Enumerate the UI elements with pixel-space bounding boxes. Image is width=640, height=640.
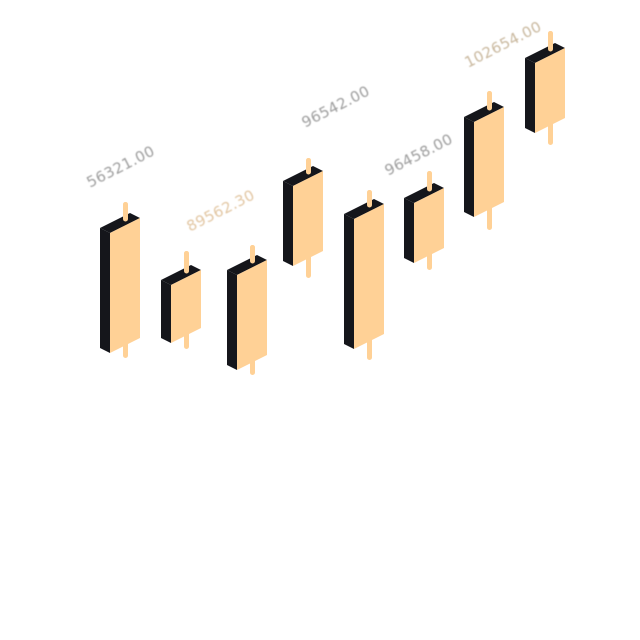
candle-front-face — [354, 204, 384, 349]
candle-top-face — [344, 199, 384, 219]
candle-top-face — [283, 166, 323, 186]
candle-upper-wick — [184, 251, 189, 274]
candle-side-face — [525, 58, 535, 133]
candle-3 — [227, 245, 267, 375]
candle-upper-wick — [427, 171, 432, 192]
candle-upper-wick — [548, 31, 553, 52]
candle-upper-wick — [123, 202, 128, 222]
candle-side-face — [464, 117, 474, 217]
candle-front-face — [110, 218, 140, 353]
price-label: 96458.00 — [382, 130, 456, 180]
candle-front-face — [237, 260, 267, 370]
candle-top-face — [227, 255, 267, 275]
candle-side-face — [404, 198, 414, 263]
candle-top-face — [525, 43, 565, 63]
candle-top-face — [464, 102, 504, 122]
candle-front-face — [474, 107, 504, 217]
candle-top-face — [404, 183, 444, 203]
candle-front-face — [414, 188, 444, 263]
candle-5 — [344, 190, 384, 360]
candle-upper-wick — [367, 190, 372, 208]
candle-1: 56321.00 — [84, 142, 158, 358]
candle-7 — [464, 91, 504, 230]
price-label: 56321.00 — [84, 142, 158, 192]
candle-top-face — [161, 265, 201, 285]
candle-upper-wick — [487, 91, 492, 111]
price-label: 89562.30 — [184, 186, 258, 236]
candle-side-face — [227, 270, 237, 370]
candle-front-face — [535, 48, 565, 133]
candle-side-face — [344, 214, 354, 349]
candle-front-face — [171, 270, 201, 343]
candle-upper-wick — [306, 158, 311, 175]
candle-upper-wick — [250, 245, 255, 264]
candle-side-face — [161, 280, 171, 343]
candle-side-face — [100, 228, 110, 353]
price-label: 96542.00 — [299, 82, 373, 132]
candle-6: 96458.00 — [382, 130, 456, 270]
candle-side-face — [283, 181, 293, 266]
candle-top-face — [100, 213, 140, 233]
candle-front-face — [293, 171, 323, 266]
